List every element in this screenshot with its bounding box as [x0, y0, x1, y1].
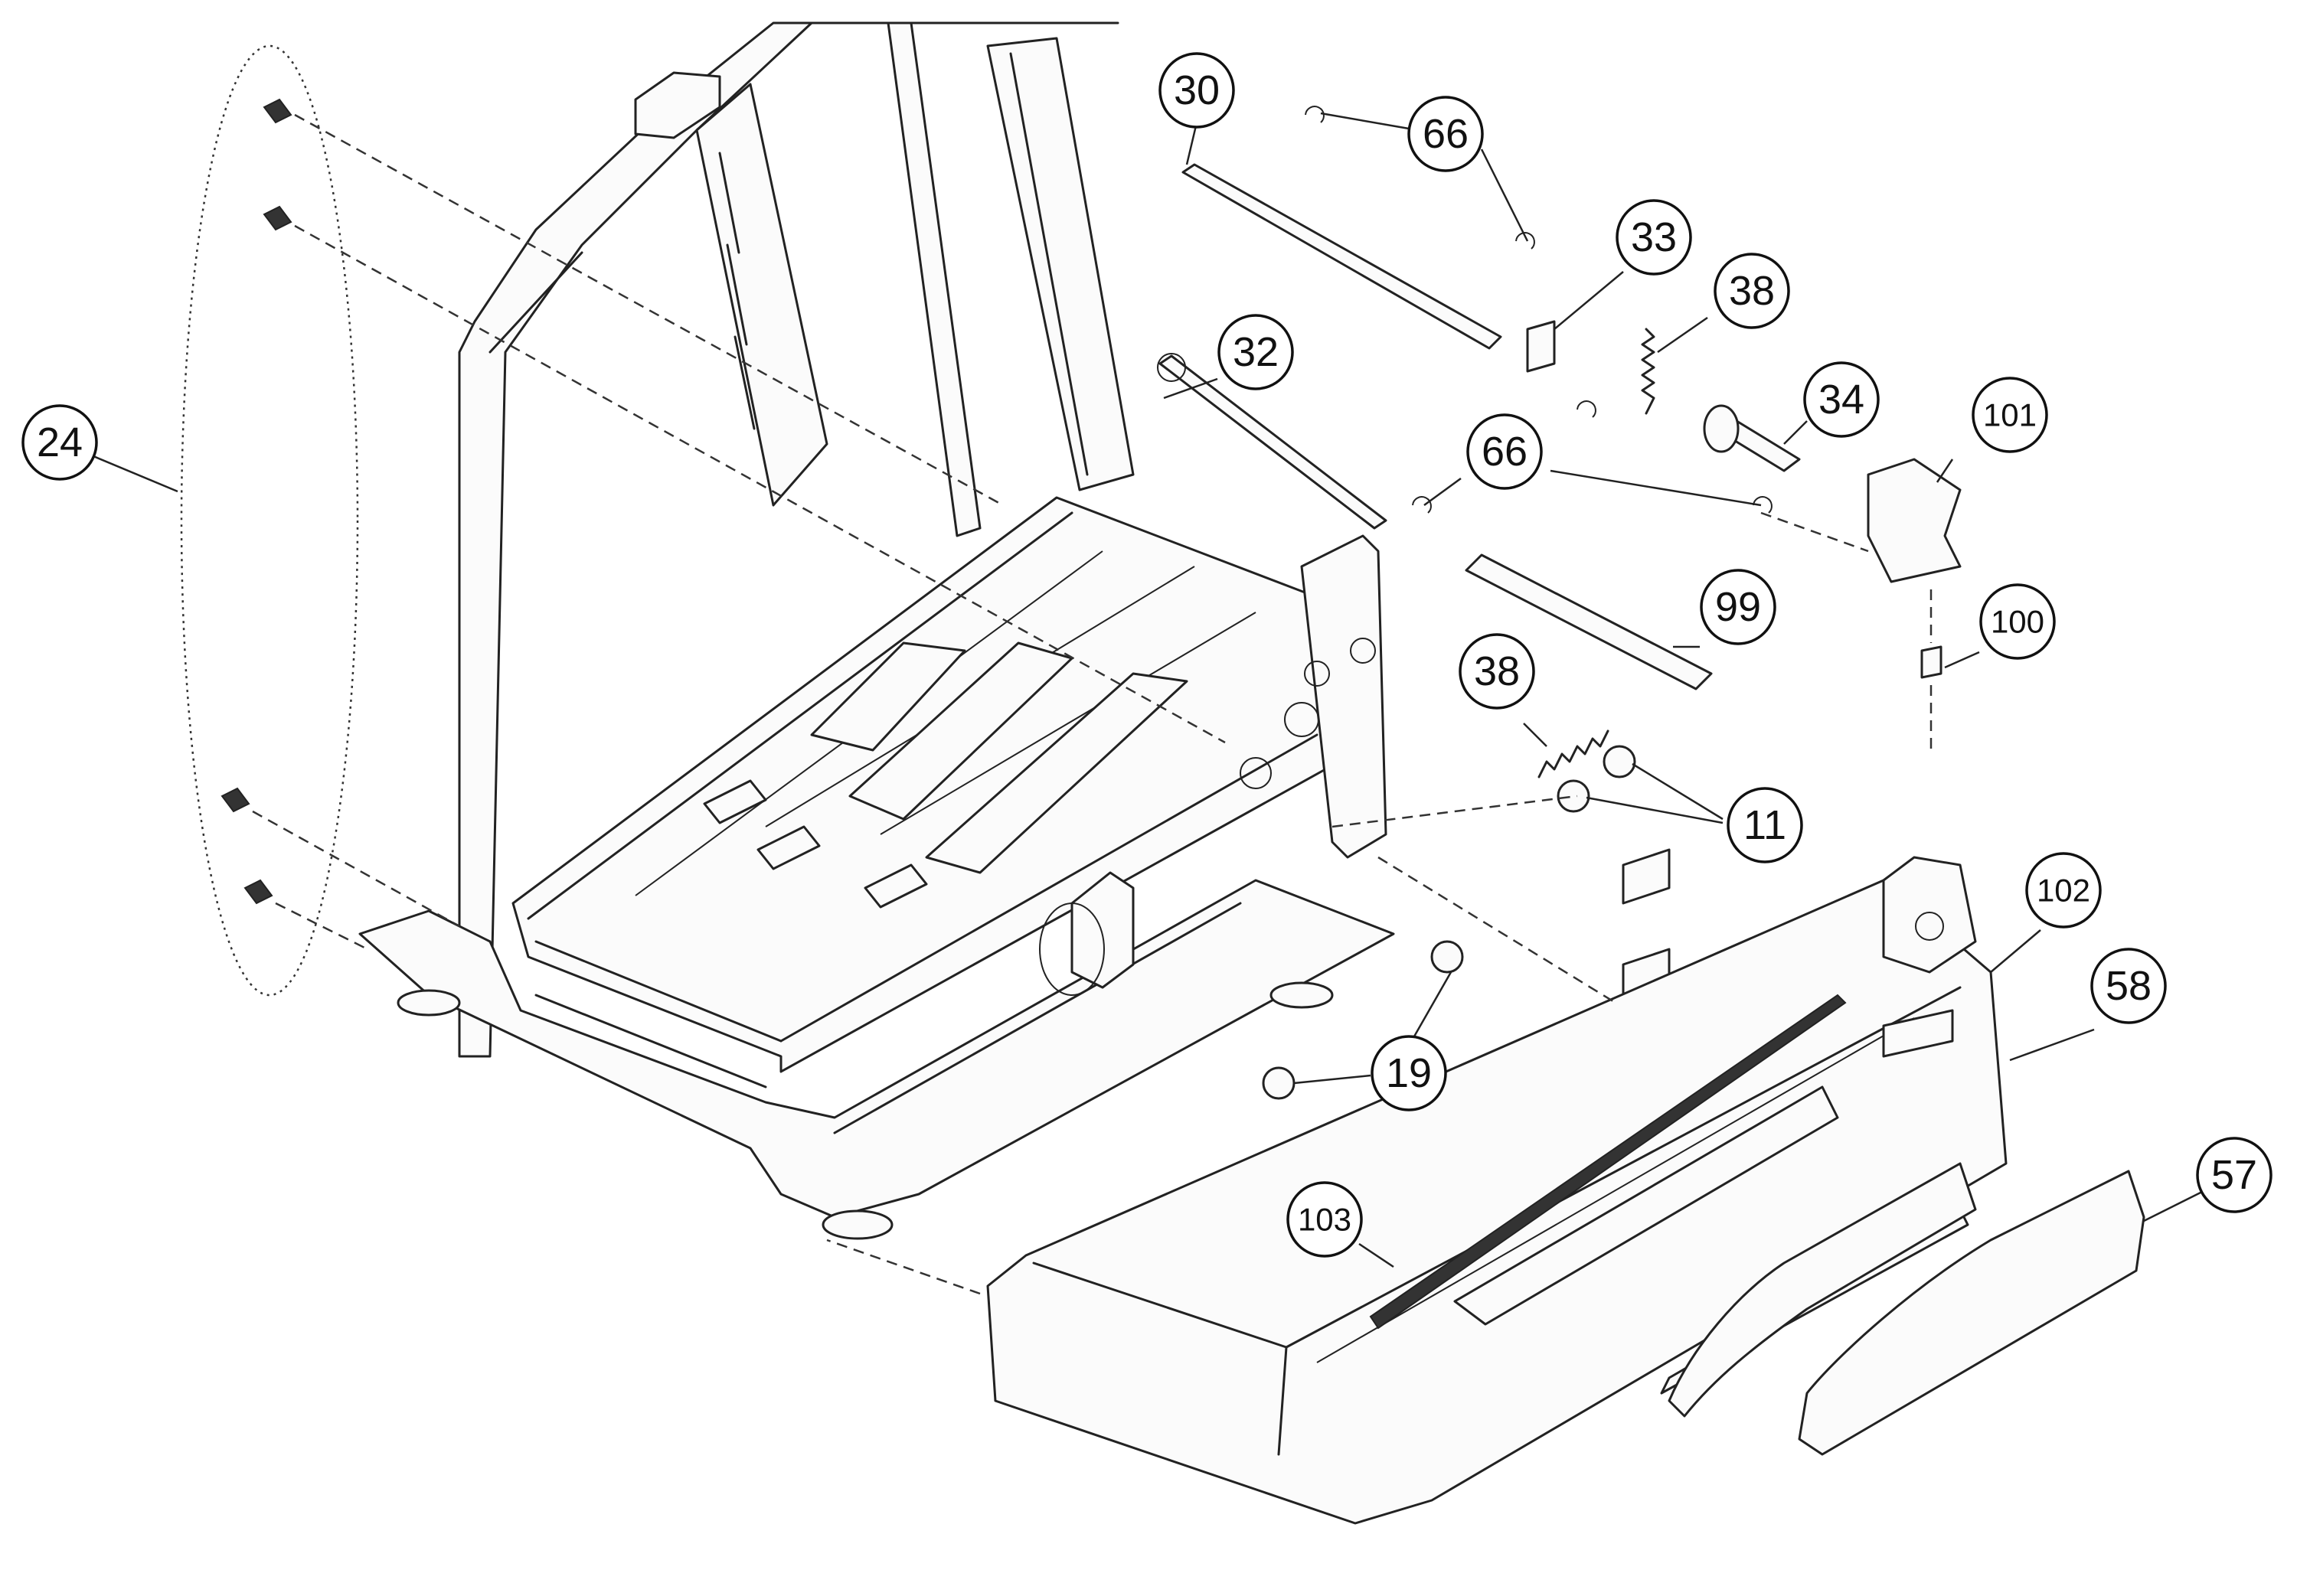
- shaft-30: [1181, 163, 1502, 350]
- callout-32: 32: [1217, 314, 1294, 390]
- callout-label: 57: [2211, 1152, 2257, 1198]
- callout-label: 102: [2037, 873, 2090, 909]
- right-guide-plate: [986, 37, 1135, 491]
- callout-label: 11: [1743, 802, 1786, 848]
- callout-38-low: 38: [1459, 633, 1535, 710]
- callout-label: 66: [1423, 111, 1469, 157]
- callout-101: 101: [1972, 377, 2048, 453]
- callout-label: 58: [2106, 963, 2152, 1009]
- callout-label: 38: [1729, 268, 1775, 314]
- insert-plate: [1798, 1170, 2145, 1456]
- rear-frame-plate: [458, 21, 813, 1058]
- callout-99: 99: [1700, 569, 1776, 645]
- callout-34: 34: [1803, 361, 1880, 438]
- callout-label: 99: [1715, 584, 1761, 630]
- nut-19-b: [1262, 1066, 1296, 1100]
- callout-57: 57: [2196, 1137, 2272, 1213]
- callout-11: 11: [1727, 787, 1803, 863]
- callout-102: 102: [2025, 852, 2102, 929]
- spring-38-lower: [1537, 729, 1609, 778]
- nut-11-a: [1603, 745, 1636, 778]
- left-guide-plate: [695, 83, 828, 507]
- nut-11-b: [1557, 779, 1590, 813]
- callout-label: 24: [37, 419, 83, 465]
- line-art: [180, 21, 2145, 1525]
- leader-lines: [93, 112, 2206, 1268]
- lower-base-frame: [358, 879, 1395, 1219]
- screw-100: [1920, 645, 1942, 679]
- top-tab: [634, 71, 721, 139]
- callout-66-top: 66: [1407, 96, 1484, 172]
- callout-58: 58: [2090, 948, 2167, 1024]
- callout-label: 101: [1983, 397, 2037, 433]
- callout-label: 30: [1174, 67, 1220, 113]
- side-bracket: [1300, 534, 1387, 859]
- callout-33: 33: [1616, 199, 1692, 276]
- callout-38-top: 38: [1714, 253, 1790, 329]
- callout-label: 32: [1233, 329, 1279, 375]
- callout-label: 38: [1474, 648, 1520, 694]
- shaft-32: [1158, 354, 1387, 530]
- callout-label: 33: [1631, 214, 1677, 260]
- assembly-dashed-lines: [252, 113, 1933, 1295]
- callout-label: 66: [1482, 429, 1528, 475]
- callout-24: 24: [21, 404, 98, 481]
- callout-19: 19: [1371, 1035, 1447, 1111]
- callout-103: 103: [1286, 1181, 1363, 1258]
- callout-66-mid: 66: [1466, 413, 1543, 490]
- link-plate-33: [1526, 320, 1556, 373]
- center-cam: [1070, 871, 1135, 989]
- callout-30: 30: [1158, 52, 1235, 129]
- rod-99: [1465, 553, 1713, 690]
- nut-19-a: [1430, 940, 1464, 974]
- screw-group-outline: [180, 44, 359, 997]
- screw-group-24: [221, 98, 292, 905]
- lever-101: [1867, 458, 1962, 583]
- callouts: 24 30 66 33 38 32 34 101 66 99 100 38 11…: [21, 52, 2272, 1258]
- callout-label: 103: [1298, 1202, 1351, 1238]
- spring-38-upper: [1641, 328, 1655, 415]
- callout-label: 19: [1386, 1050, 1432, 1096]
- callout-label: 100: [1991, 604, 2044, 640]
- callout-100: 100: [1979, 583, 2056, 660]
- callout-label: 34: [1818, 377, 1864, 423]
- front-cover: [986, 879, 2008, 1525]
